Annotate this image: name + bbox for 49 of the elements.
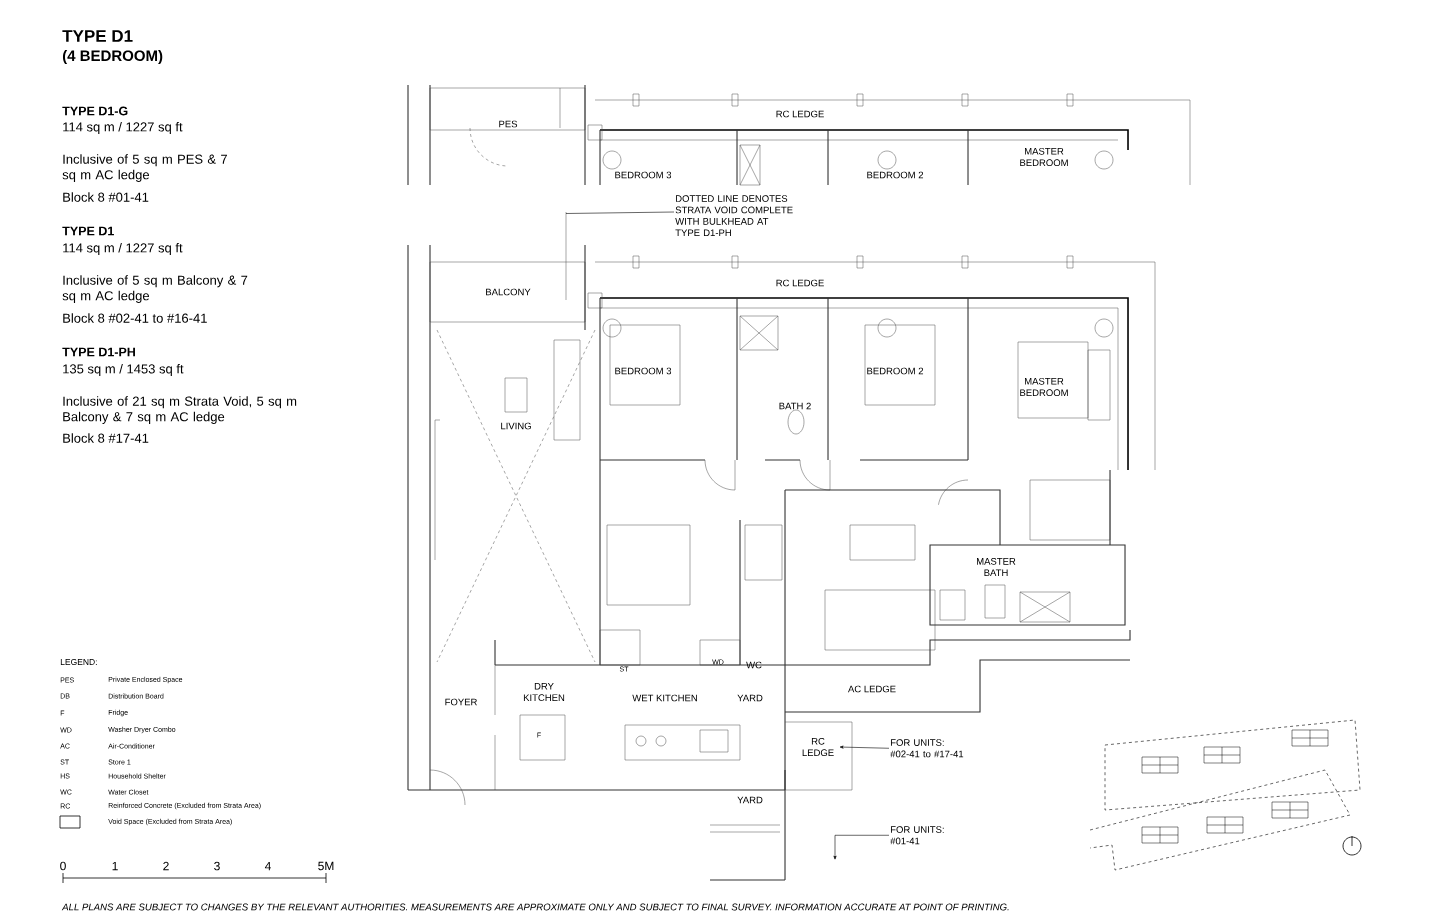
description-text: Block 8 #02-41 to #16-41 xyxy=(63,313,207,323)
room-label: FOYER xyxy=(445,698,477,706)
room-label: PES xyxy=(499,120,518,128)
note-text: FOR UNITS: #01-41 xyxy=(890,826,944,845)
scale-number: 4 xyxy=(264,861,271,871)
unit-type-heading: TYPE D1-PH xyxy=(62,347,135,357)
disclaimer-text: ALL PLANS ARE SUBJECT TO CHANGES BY THE RELEVANT AUTHORITIES. MEASUREMENTS ARE APPROXIMATE ONLY AND SUBJECT TO FINAL SURVEY. INFORMATION ACCURATE AT POINT OF PRINTING. xyxy=(61,903,1009,911)
room-label: BEDROOM 2 xyxy=(867,367,924,375)
plan-subtitle: (4 BEDROOM) xyxy=(62,50,163,64)
room-label: DRY KITCHEN xyxy=(523,683,565,702)
unit-type-heading: TYPE D1 xyxy=(62,226,114,236)
room-label: YARD xyxy=(737,694,763,702)
scale-number: 5M xyxy=(318,861,334,871)
room-label: AC LEDGE xyxy=(848,685,896,693)
room-label: BEDROOM 3 xyxy=(615,367,672,375)
room-label: MASTER BEDROOM xyxy=(1020,377,1068,397)
description-text: Block 8 #01-41 xyxy=(63,192,149,202)
room-label: MASTER BEDROOM xyxy=(1020,147,1068,167)
room-label: WET KITCHEN xyxy=(632,694,697,702)
leader-line xyxy=(833,834,890,860)
legend-heading: LEGEND: xyxy=(60,659,97,665)
leader-line xyxy=(565,211,675,214)
description-text: Inclusive of 5 sq m PES & 7 sq m AC ledge xyxy=(62,154,227,182)
room-label: LIVING xyxy=(501,422,531,430)
note-text: DOTTED LINE DENOTES STRATA VOID COMPLETE WITH BULKHEAD AT TYPE D1-PH xyxy=(675,195,793,237)
room-label: RC LEDGE xyxy=(776,279,824,287)
note-text: FOR UNITS: #02-41 to #17-41 xyxy=(890,739,964,758)
room-label: RC LEDGE xyxy=(776,110,824,118)
description-text: Block 8 #17-41 xyxy=(63,433,149,443)
area-text: 114 sq m / 1227 sq ft xyxy=(63,242,183,256)
scale-number: 3 xyxy=(214,861,220,871)
leader-line xyxy=(839,745,890,749)
room-label: WC xyxy=(746,661,762,669)
room-label: RC LEDGE xyxy=(802,737,834,757)
scale-number: 1 xyxy=(112,861,118,871)
room-label: BEDROOM 3 xyxy=(615,171,672,179)
room-label: MASTER BATH xyxy=(977,558,1016,577)
plan-title: TYPE D1 xyxy=(62,30,133,42)
scale-number: 0 xyxy=(60,861,66,871)
description-text: Inclusive of 5 sq m Balcony & 7 sq m AC ledge xyxy=(62,275,248,303)
room-label: BALCONY xyxy=(486,288,531,296)
unit-type-heading: TYPE D1-G xyxy=(62,106,128,116)
area-text: 114 sq m / 1227 sq ft xyxy=(63,121,183,135)
area-text: 135 sq m / 1453 sq ft xyxy=(63,363,184,377)
scale-number: 2 xyxy=(163,861,169,871)
room-label: BEDROOM 2 xyxy=(867,171,924,179)
room-label: YARD xyxy=(737,796,763,804)
description-text: Inclusive of 21 sq m Strata Void, 5 sq m Balcony & 7 sq m AC ledge xyxy=(63,396,297,424)
room-label: BATH 2 xyxy=(779,402,811,410)
